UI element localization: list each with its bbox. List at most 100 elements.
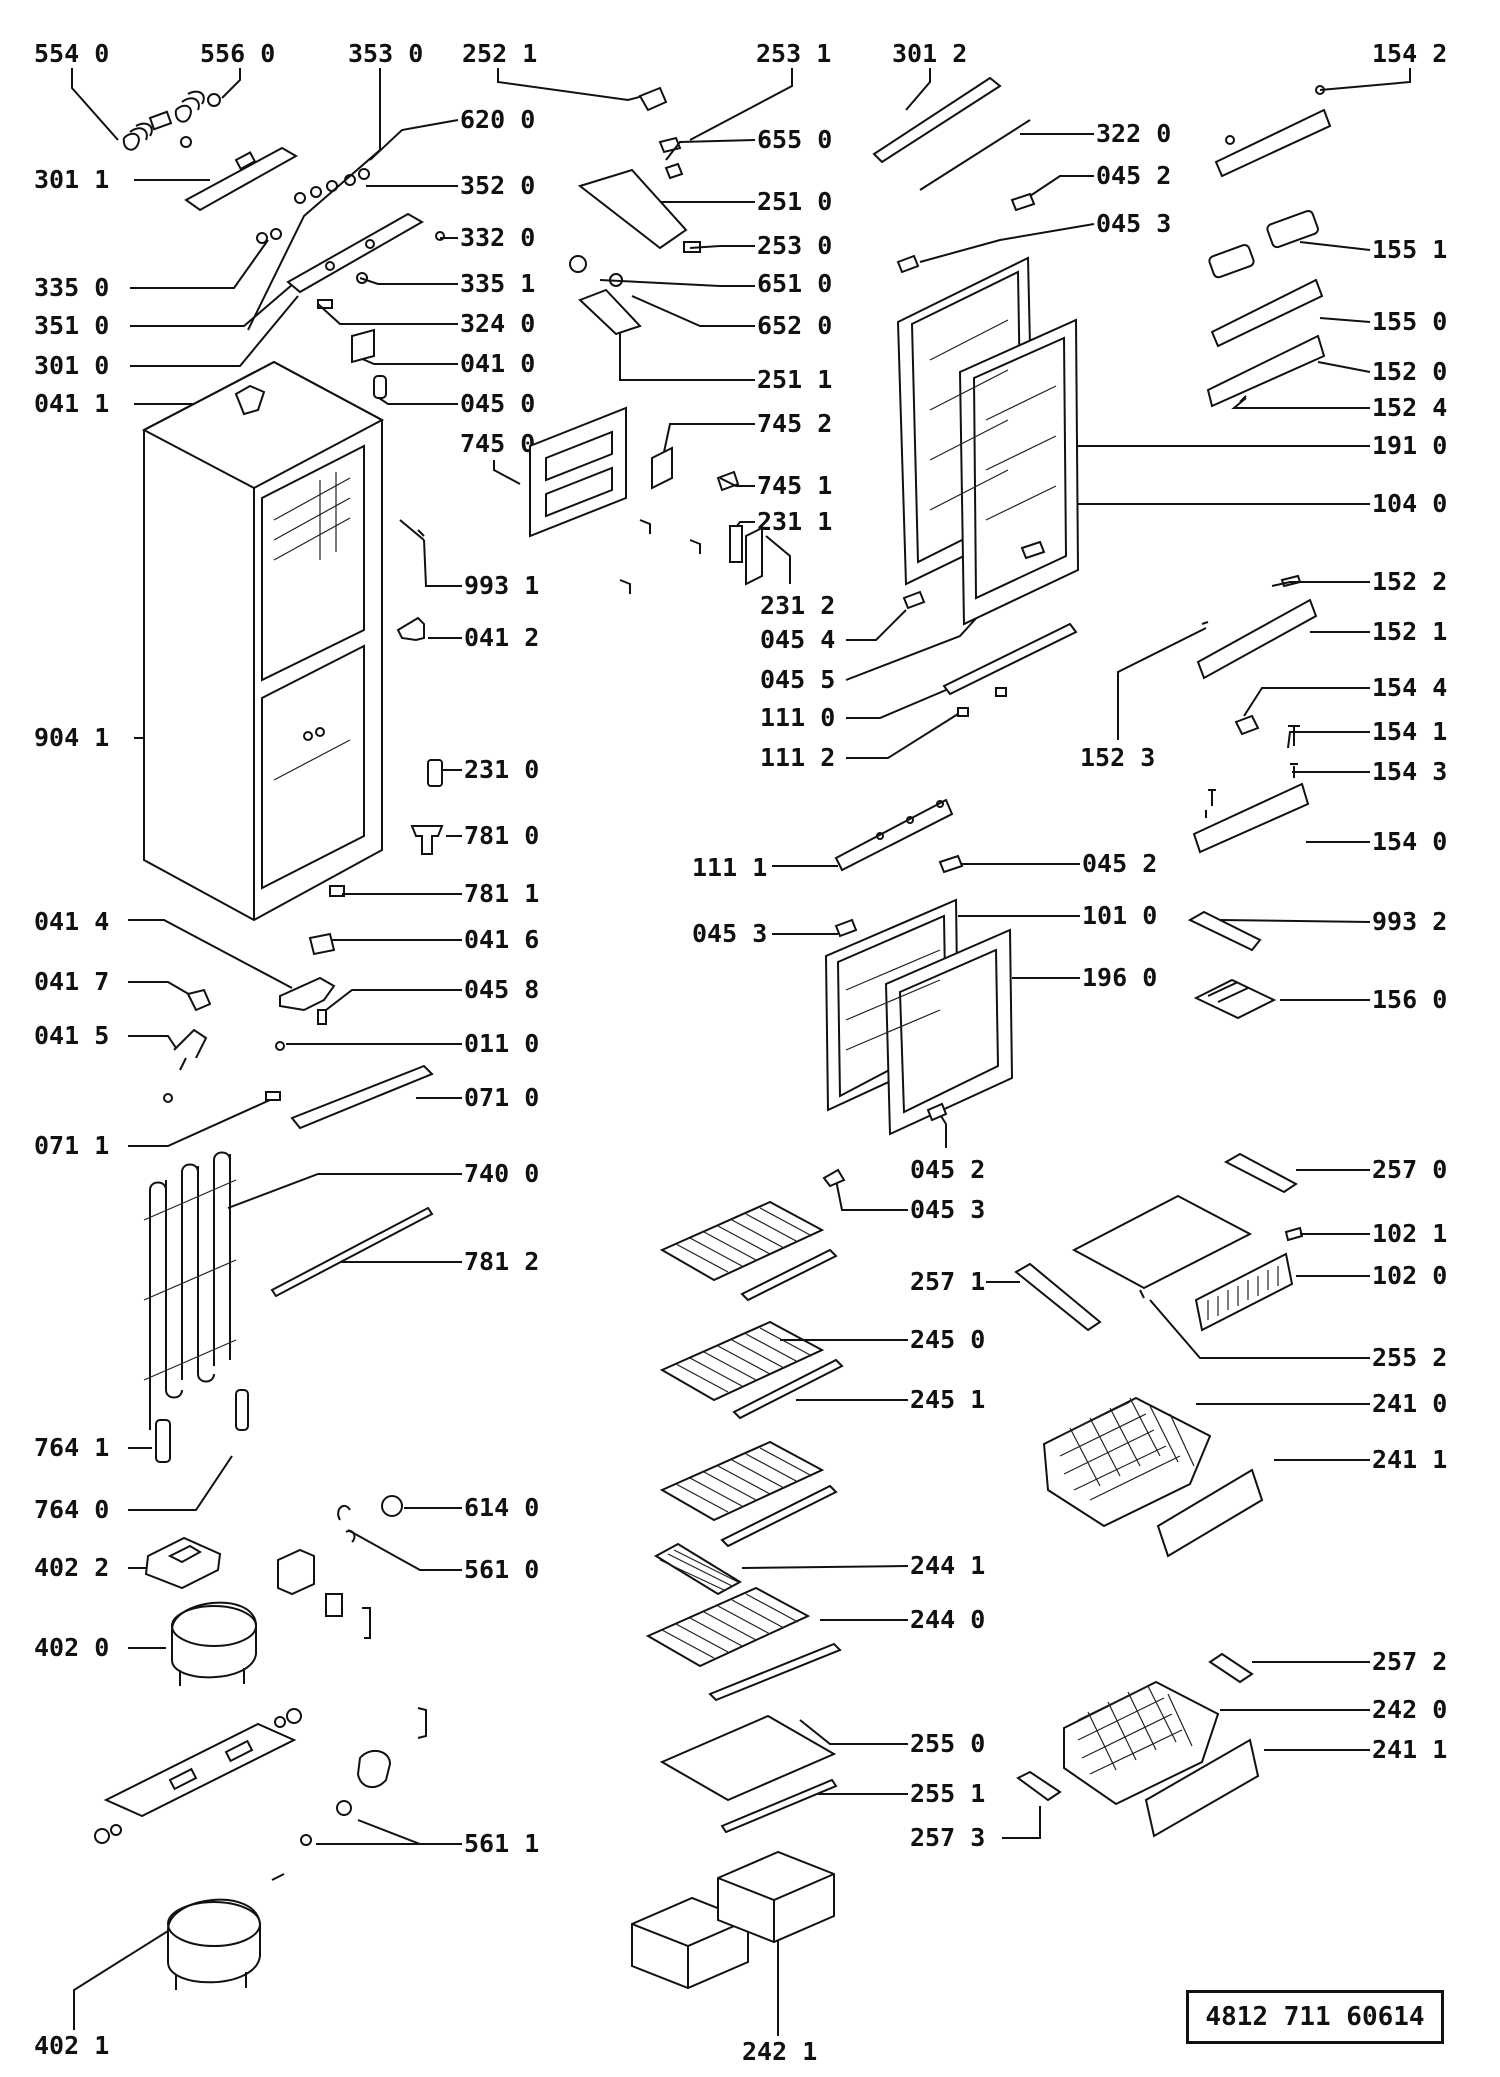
wire-shelves <box>645 1200 844 1834</box>
screws <box>619 519 701 594</box>
shelf-152-1 <box>1196 598 1318 680</box>
label-253-1: 253 1 <box>756 39 831 68</box>
front-102-0 <box>1194 1252 1294 1332</box>
label-322-0: 322 0 <box>1096 119 1171 148</box>
label-041-2: 041 2 <box>464 623 539 652</box>
label-251-0: 251 0 <box>757 187 832 216</box>
relay-561-0 <box>337 1504 356 1543</box>
label-257-3: 257 3 <box>910 1823 985 1852</box>
bushing-045-2-c <box>926 1102 948 1122</box>
label-655-0: 655 0 <box>757 125 832 154</box>
label-301-1: 301 1 <box>34 165 109 194</box>
label-191-0: 191 0 <box>1372 431 1447 460</box>
label-257-2: 257 2 <box>1372 1647 1447 1676</box>
label-745-0: 745 0 <box>460 429 535 458</box>
label-152-2: 152 2 <box>1372 567 1447 596</box>
label-111-2: 111 2 <box>760 743 835 772</box>
label-335-0: 335 0 <box>34 273 109 302</box>
label-620-0: 620 0 <box>460 105 535 134</box>
label-231-0: 231 0 <box>464 755 539 784</box>
label-045-3-a: 045 3 <box>1096 209 1171 238</box>
label-257-0: 257 0 <box>1372 1155 1447 1184</box>
label-231-2: 231 2 <box>760 591 835 620</box>
label-196-0: 196 0 <box>1082 963 1157 992</box>
clip-253-0 <box>683 241 701 253</box>
label-556-0: 556 0 <box>200 39 275 68</box>
label-253-0: 253 0 <box>757 231 832 260</box>
pin-111-2 <box>995 687 1007 697</box>
left-hardware <box>163 519 444 1298</box>
shelf-155-0 <box>1210 278 1324 348</box>
label-156-0: 156 0 <box>1372 985 1447 1014</box>
label-154-2: 154 2 <box>1372 39 1447 68</box>
door-shelves-right <box>1187 85 1332 1020</box>
pin-154-1 <box>1288 725 1300 778</box>
label-154-3: 154 3 <box>1372 757 1447 786</box>
knob-745-1 <box>716 470 740 492</box>
shelf-152-0 <box>1206 334 1326 408</box>
label-561-1: 561 1 <box>464 1829 539 1858</box>
label-764-0: 764 0 <box>34 1495 109 1524</box>
label-652-0: 652 0 <box>757 311 832 340</box>
label-255-0: 255 0 <box>910 1729 985 1758</box>
foot-781-0 <box>410 825 444 855</box>
clip-231-2 <box>745 526 763 586</box>
spring-knob-554-0 <box>122 110 173 151</box>
relay-cover <box>356 1749 392 1789</box>
rail-257-0 <box>1223 1152 1298 1194</box>
label-244-1: 244 1 <box>910 1551 985 1580</box>
clip-102-1 <box>1284 1226 1304 1242</box>
bushing-045-3-c <box>822 1168 846 1188</box>
lamp-335-1 <box>356 272 368 284</box>
label-152-1: 152 1 <box>1372 617 1447 646</box>
door-liner-191-0 <box>958 318 1080 626</box>
bushing-045-3-b <box>834 918 858 938</box>
label-071-0: 071 0 <box>464 1083 539 1112</box>
label-554-0: 554 0 <box>34 39 109 68</box>
shelf-lower <box>659 1440 838 1548</box>
label-244-0: 244 0 <box>910 1605 985 1634</box>
label-301-2: 301 2 <box>892 39 967 68</box>
label-241-0: 241 0 <box>1372 1389 1447 1418</box>
label-245-1: 245 1 <box>910 1385 985 1414</box>
hinge-041-1 <box>234 384 266 416</box>
label-745-2: 745 2 <box>757 409 832 438</box>
bushing-045-3-a <box>896 254 920 274</box>
clip-154-4 <box>1234 714 1260 736</box>
thermostat-housing-301-1 <box>184 146 299 212</box>
bushing-045-8 <box>317 1009 327 1025</box>
label-402-0: 402 0 <box>34 1633 109 1662</box>
bracket-993-2 <box>1187 910 1262 952</box>
label-154-0: 154 0 <box>1372 827 1447 856</box>
label-045-3-c: 045 3 <box>910 1195 985 1224</box>
label-561-0: 561 0 <box>464 1555 539 1584</box>
leader-lines <box>71 68 1411 2036</box>
pin-154-3 <box>1205 789 1216 818</box>
clip-745-2 <box>651 446 673 490</box>
label-045-5: 045 5 <box>760 665 835 694</box>
label-781-1: 781 1 <box>464 879 539 908</box>
label-651-0: 651 0 <box>757 269 832 298</box>
label-764-1: 764 1 <box>34 1433 109 1462</box>
label-255-1: 255 1 <box>910 1779 985 1808</box>
label-614-0: 614 0 <box>464 1493 539 1522</box>
label-045-2-b: 045 2 <box>1082 849 1157 878</box>
label-045-3-b: 045 3 <box>692 919 767 948</box>
basket-front-241-1-b <box>1144 1738 1260 1838</box>
label-155-1: 155 1 <box>1372 235 1447 264</box>
label-111-0: 111 0 <box>760 703 835 732</box>
label-152-3: 152 3 <box>1080 743 1155 772</box>
label-242-0: 242 0 <box>1372 1695 1447 1724</box>
glass-shelf-255-0 <box>659 1714 837 1802</box>
label-353-0: 353 0 <box>348 39 423 68</box>
part-labels: 554 0 556 0 353 0 252 1 253 1 301 2 154 … <box>34 39 1447 2066</box>
label-993-1: 993 1 <box>464 571 539 600</box>
light-housing-301-0 <box>286 212 425 294</box>
label-041-0: 041 0 <box>460 349 535 378</box>
label-402-1: 402 1 <box>34 2031 109 2060</box>
label-402-2: 402 2 <box>34 1553 109 1582</box>
base-plate <box>94 1708 302 1844</box>
rail-257-3 <box>1016 1770 1062 1802</box>
compressor-402-0 <box>171 1601 257 1686</box>
label-045-8: 045 8 <box>464 975 539 1004</box>
